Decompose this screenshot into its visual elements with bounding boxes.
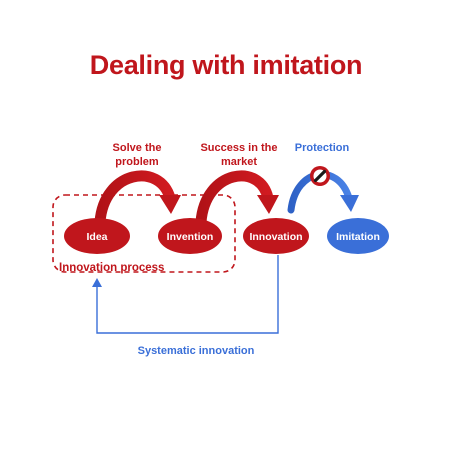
imitation-node: Imitation	[327, 218, 389, 254]
idea-node: Idea	[64, 218, 130, 254]
innovation-process-label: Innovation process	[59, 262, 164, 274]
success-market-arrow	[195, 170, 279, 228]
idea-node-label: Idea	[86, 231, 107, 243]
systematic-innovation-label: Systematic innovation	[138, 345, 255, 357]
solve-problem-label-line2: problem	[115, 156, 159, 168]
success-market-label-line1: Success in the	[200, 142, 277, 154]
no-entry-icon	[310, 166, 330, 186]
innovation-process-group	[52, 194, 236, 273]
invention-node: Invention	[158, 218, 222, 254]
systematic-innovation-arrow	[92, 255, 279, 334]
diagram-title: Dealing with imitation	[89, 50, 363, 80]
imitation-node-label: Imitation	[336, 231, 380, 243]
success-market-label-line2: market	[221, 156, 257, 168]
invention-node-label: Invention	[167, 231, 214, 243]
innovation-node-label: Innovation	[249, 231, 302, 243]
solve-problem-arrow	[94, 170, 181, 228]
solve-problem-label-line1: Solve the	[113, 142, 162, 154]
protection-label: Protection	[295, 142, 350, 154]
innovation-node: Innovation	[243, 218, 309, 254]
